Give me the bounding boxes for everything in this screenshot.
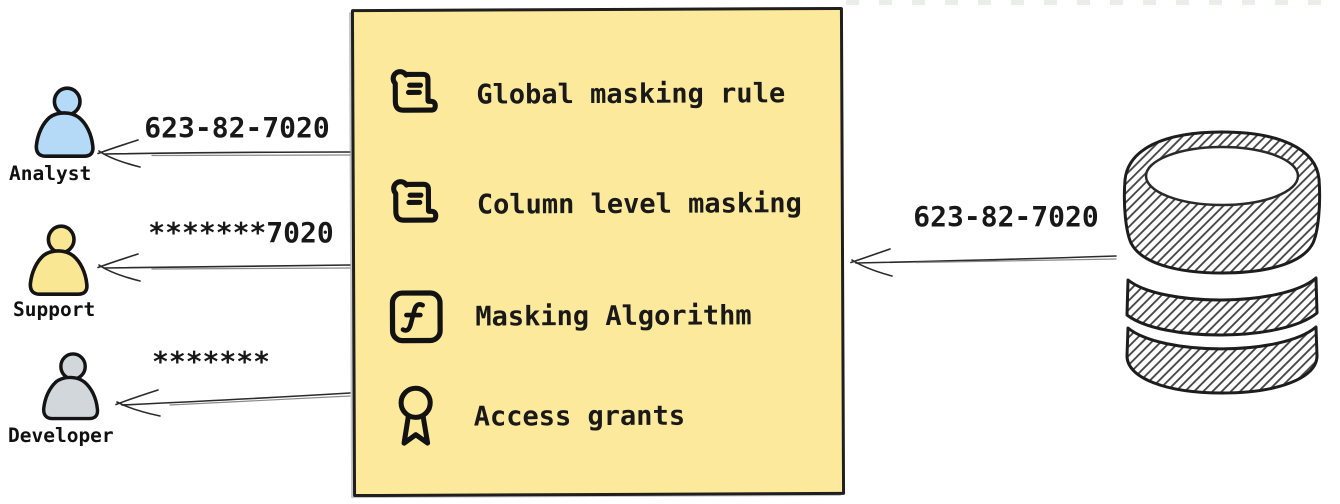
canvas-dashed-edge (846, 0, 1340, 5)
masking-rules-box: Global masking rule Column level masking (350, 6, 846, 498)
database-icon (1122, 130, 1322, 395)
arrow-to-developer (115, 389, 351, 417)
box-item-label: Column level masking (476, 187, 802, 221)
arrow-to-support (97, 253, 351, 282)
box-item-label: Masking Algorithm (475, 299, 752, 333)
box-item-label: Global masking rule (476, 77, 786, 111)
person-icon (42, 352, 100, 421)
masked-value-analyst: 623-82-7020 (144, 111, 330, 144)
source-value: 623-82-7020 (913, 200, 1099, 233)
box-item-access-grants: Access grants (388, 382, 826, 450)
box-item-global-masking-rule: Global masking rule (386, 60, 824, 128)
person-icon (28, 224, 89, 296)
persona-label-analyst: Analyst (9, 162, 92, 185)
arrow-to-analyst (97, 139, 351, 168)
box-item-column-level-masking: Column level masking (387, 170, 825, 238)
masked-value-developer: ******* (151, 345, 270, 378)
persona-label-support: Support (13, 298, 96, 321)
box-item-label: Access grants (473, 400, 686, 433)
box-item-masking-algorithm: Masking Algorithm (387, 282, 825, 350)
award-icon (388, 383, 444, 451)
persona-label-developer: Developer (8, 424, 114, 447)
arrow-database-to-box (850, 248, 1117, 277)
scroll-icon (386, 65, 446, 125)
masked-value-support: *******7020 (148, 216, 334, 249)
function-square-icon (387, 288, 445, 346)
scroll-icon (387, 175, 447, 235)
person-icon (34, 86, 95, 158)
